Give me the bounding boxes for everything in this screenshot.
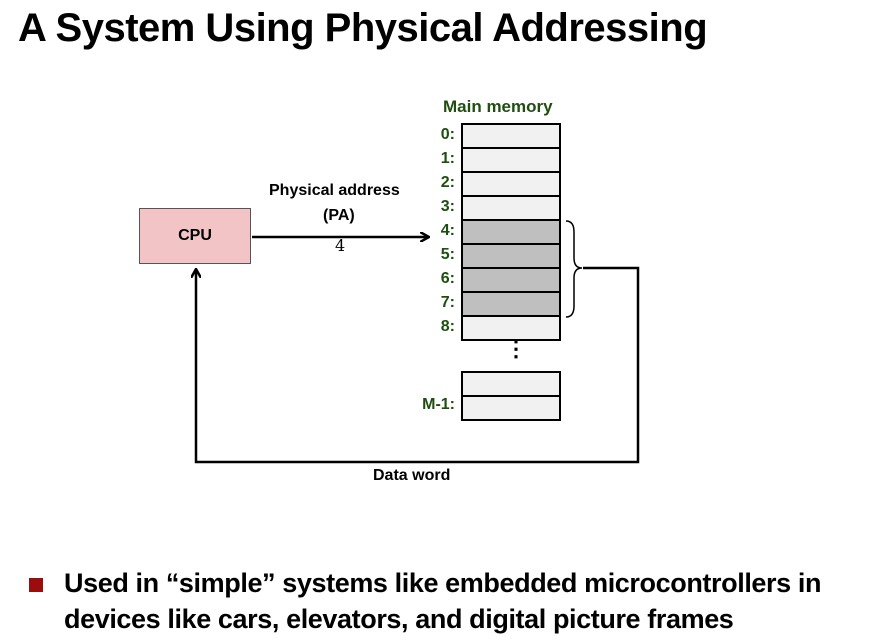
bullet-square-icon — [29, 578, 43, 592]
brace-icon — [565, 220, 583, 318]
address-label: 7: — [440, 294, 455, 311]
data-word-label: Data word — [373, 467, 451, 484]
pa-value: 4 — [335, 236, 346, 255]
bullet-line-2: devices like cars, elevators, and digita… — [64, 604, 734, 634]
cpu-label: CPU — [178, 227, 212, 244]
address-label: 4: — [440, 222, 455, 239]
address-label: 0: — [440, 126, 455, 143]
slide-title: A System Using Physical Addressing — [18, 6, 708, 50]
main-memory-label: Main memory — [443, 97, 553, 116]
address-label: 3: — [440, 198, 455, 215]
address-label: 5: — [440, 246, 455, 263]
cpu-box: CPU — [139, 208, 251, 264]
memory-cell — [461, 315, 561, 341]
physical-address-label: Physical address — [269, 182, 400, 199]
bullet-line-1: Used in “simple” systems like embedded m… — [64, 568, 822, 598]
ellipsis-icon: ⋮ — [505, 336, 527, 361]
address-label: 6: — [440, 270, 455, 287]
memory-cell — [461, 195, 561, 221]
address-label-m-1: M-1: — [422, 396, 455, 413]
address-label: 1: — [440, 150, 455, 167]
address-label: 2: — [440, 174, 455, 191]
address-label: 8: — [440, 318, 455, 335]
bullet-text: Used in “simple” systems like embedded m… — [64, 565, 821, 637]
pa-abbrev-label: (PA) — [323, 207, 355, 224]
data-word-arrow — [196, 266, 640, 464]
memory-cell-m-1 — [461, 395, 561, 421]
